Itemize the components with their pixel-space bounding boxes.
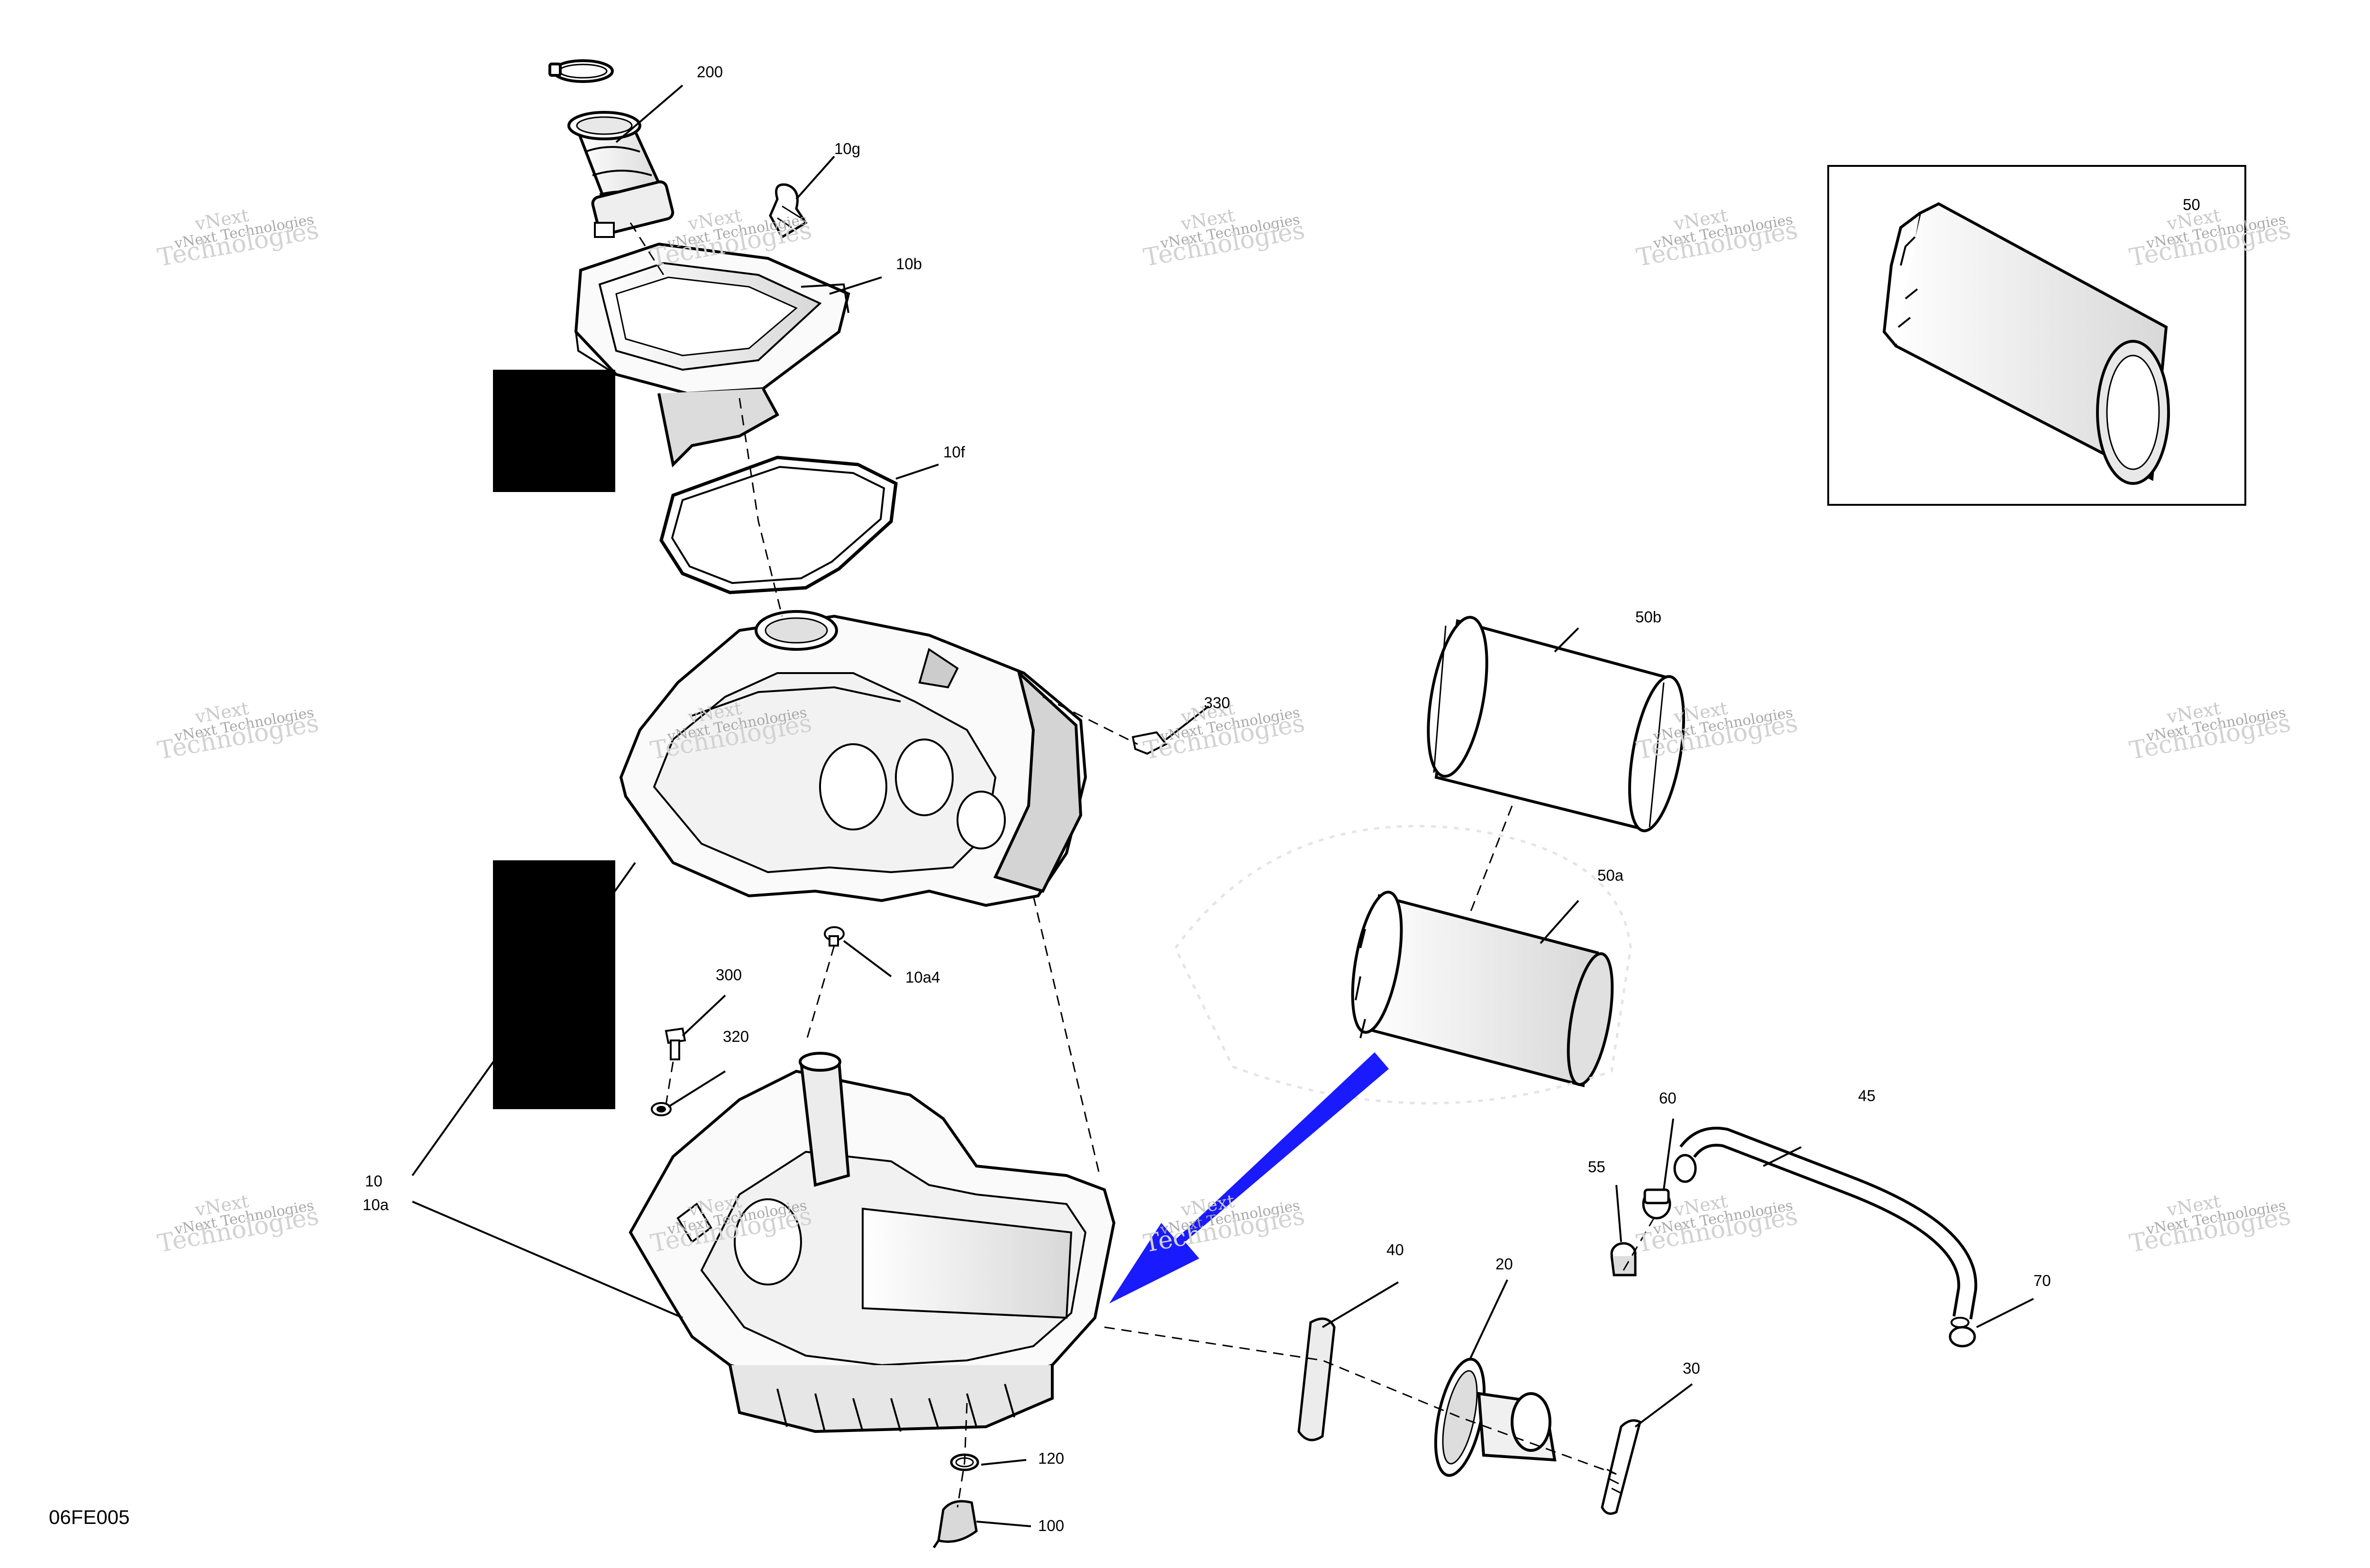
- callout-10a4: 10a4: [905, 968, 940, 986]
- breather-hose-part: [1673, 1127, 1978, 1328]
- callout-200: 200: [697, 63, 723, 81]
- assembly-direction-arrow: [1109, 1052, 1389, 1304]
- callout-70: 70: [2033, 1272, 2051, 1289]
- screw-parts: [651, 926, 845, 1116]
- callout-55: 55: [1588, 1158, 1605, 1176]
- callout-10: 10: [365, 1172, 383, 1190]
- seal-part: [1297, 1317, 1336, 1441]
- callout-20: 20: [1495, 1255, 1513, 1273]
- callout-30: 30: [1683, 1359, 1700, 1377]
- callout-10g: 10g: [834, 140, 861, 157]
- gasket-part: [659, 456, 898, 594]
- callout-10a: 10a: [363, 1196, 389, 1213]
- callout-45: 45: [1858, 1087, 1876, 1104]
- callout-100: 100: [1038, 1517, 1065, 1534]
- airbox-lower-housing-part: [629, 1052, 1116, 1433]
- callout-10f: 10f: [943, 443, 965, 461]
- callout-300: 300: [716, 966, 742, 984]
- pre-filter-part: [1427, 616, 1685, 832]
- callout-50: 50: [2183, 196, 2200, 213]
- hose-clamp-part: [1601, 1419, 1641, 1515]
- callout-320: 320: [723, 1028, 749, 1045]
- clamp-top-part: [548, 59, 614, 83]
- hose-fitting-part: [1610, 1188, 1976, 1348]
- intake-duct-part: [567, 111, 675, 238]
- air-filter-part: [1882, 202, 2170, 485]
- airbox-cover-part: [574, 242, 850, 468]
- airbox-middle-housing-part: [619, 610, 1087, 907]
- callout-50b: 50b: [1635, 608, 1662, 626]
- filter-element-part: [1351, 891, 1614, 1087]
- filter-faint-outline: [1174, 825, 1632, 1105]
- assembly-centerlines: [629, 222, 1658, 1508]
- callout-40: 40: [1386, 1241, 1404, 1258]
- callout-10b: 10b: [896, 255, 922, 273]
- redaction-box: [493, 860, 615, 1109]
- filter-inset-frame: [1827, 165, 2246, 506]
- callout-330: 330: [1204, 694, 1231, 711]
- clip-part: [1131, 731, 1168, 755]
- drain-valve-part: [932, 1500, 978, 1549]
- intake-adapter-part: [1434, 1358, 1557, 1477]
- callout-50a: 50a: [1597, 866, 1624, 884]
- diagram-reference-code: 06FE005: [49, 1506, 130, 1528]
- callout-120: 120: [1038, 1449, 1065, 1467]
- redaction-box: [493, 370, 615, 492]
- callout-60: 60: [1659, 1089, 1677, 1107]
